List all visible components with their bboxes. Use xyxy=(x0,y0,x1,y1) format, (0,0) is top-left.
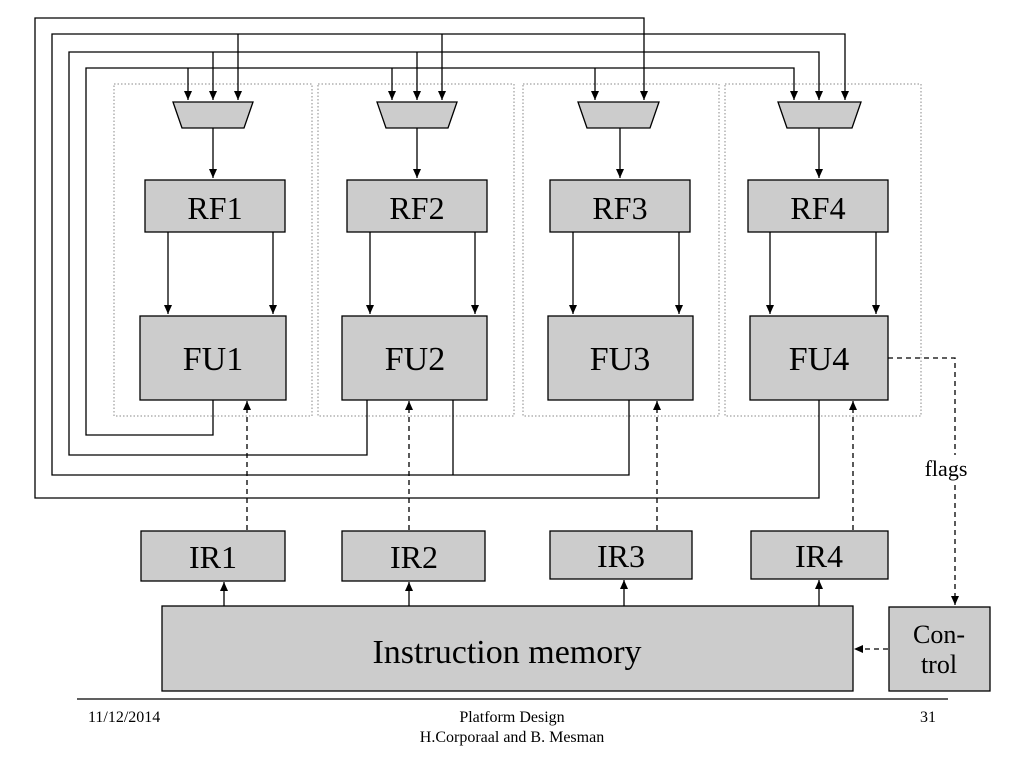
mux-2 xyxy=(376,101,458,129)
control-label-line1: Con- xyxy=(913,620,965,649)
ir-box-1 xyxy=(140,530,286,582)
rf-label-2: RF2 xyxy=(389,190,444,226)
fu-box-2 xyxy=(341,315,488,401)
result-bus-3 xyxy=(51,33,849,476)
rf-box-2 xyxy=(346,179,488,233)
cluster-frame-4 xyxy=(724,83,922,417)
instruction-memory-box xyxy=(161,605,854,692)
fu-label-4: FU4 xyxy=(789,341,849,378)
cluster-frame-3 xyxy=(522,83,720,417)
rf-label-4: RF4 xyxy=(790,190,845,226)
result-bus-4 xyxy=(34,17,820,499)
fu-box-4 xyxy=(749,315,889,401)
fu-box-3 xyxy=(547,315,694,401)
ir-box-2 xyxy=(341,530,486,582)
fu-label-3: FU3 xyxy=(590,341,650,378)
footer-page-number: 31 xyxy=(920,709,936,726)
ir-box-3 xyxy=(549,530,693,580)
flags-label: flags xyxy=(925,456,968,481)
mux-4 xyxy=(777,101,862,129)
control-box xyxy=(888,606,991,692)
ir-label-2: IR2 xyxy=(390,539,438,575)
rf-label-3: RF3 xyxy=(592,190,647,226)
instruction-memory-label: Instruction memory xyxy=(372,634,641,671)
cluster-frame-2 xyxy=(317,83,515,417)
ir-label-4: IR4 xyxy=(795,538,843,574)
footer-authors: H.Corporaal and B. Mesman xyxy=(419,729,605,746)
mux-3 xyxy=(577,101,660,129)
result-bus-1 xyxy=(85,67,798,436)
footer-title: Platform Design xyxy=(459,709,565,726)
ir-box-4 xyxy=(750,530,889,580)
fu-box-1 xyxy=(139,315,287,401)
mux-1 xyxy=(172,101,254,129)
result-bus-2 xyxy=(68,51,823,456)
rf-box-4 xyxy=(747,179,889,233)
ir-label-1: IR1 xyxy=(189,539,237,575)
ir-label-3: IR3 xyxy=(597,538,645,574)
footer-center: Platform Design H.Corporaal and B. Mesma… xyxy=(362,708,662,748)
fu-label-2: FU2 xyxy=(385,341,445,378)
rf-box-1 xyxy=(144,179,286,233)
control-label-line2: trol xyxy=(921,650,957,679)
rf-label-1: RF1 xyxy=(187,190,242,226)
flags-path xyxy=(888,357,956,455)
fu-label-1: FU1 xyxy=(183,341,243,378)
rf-box-3 xyxy=(549,179,691,233)
footer-date: 11/12/2014 xyxy=(88,709,161,726)
